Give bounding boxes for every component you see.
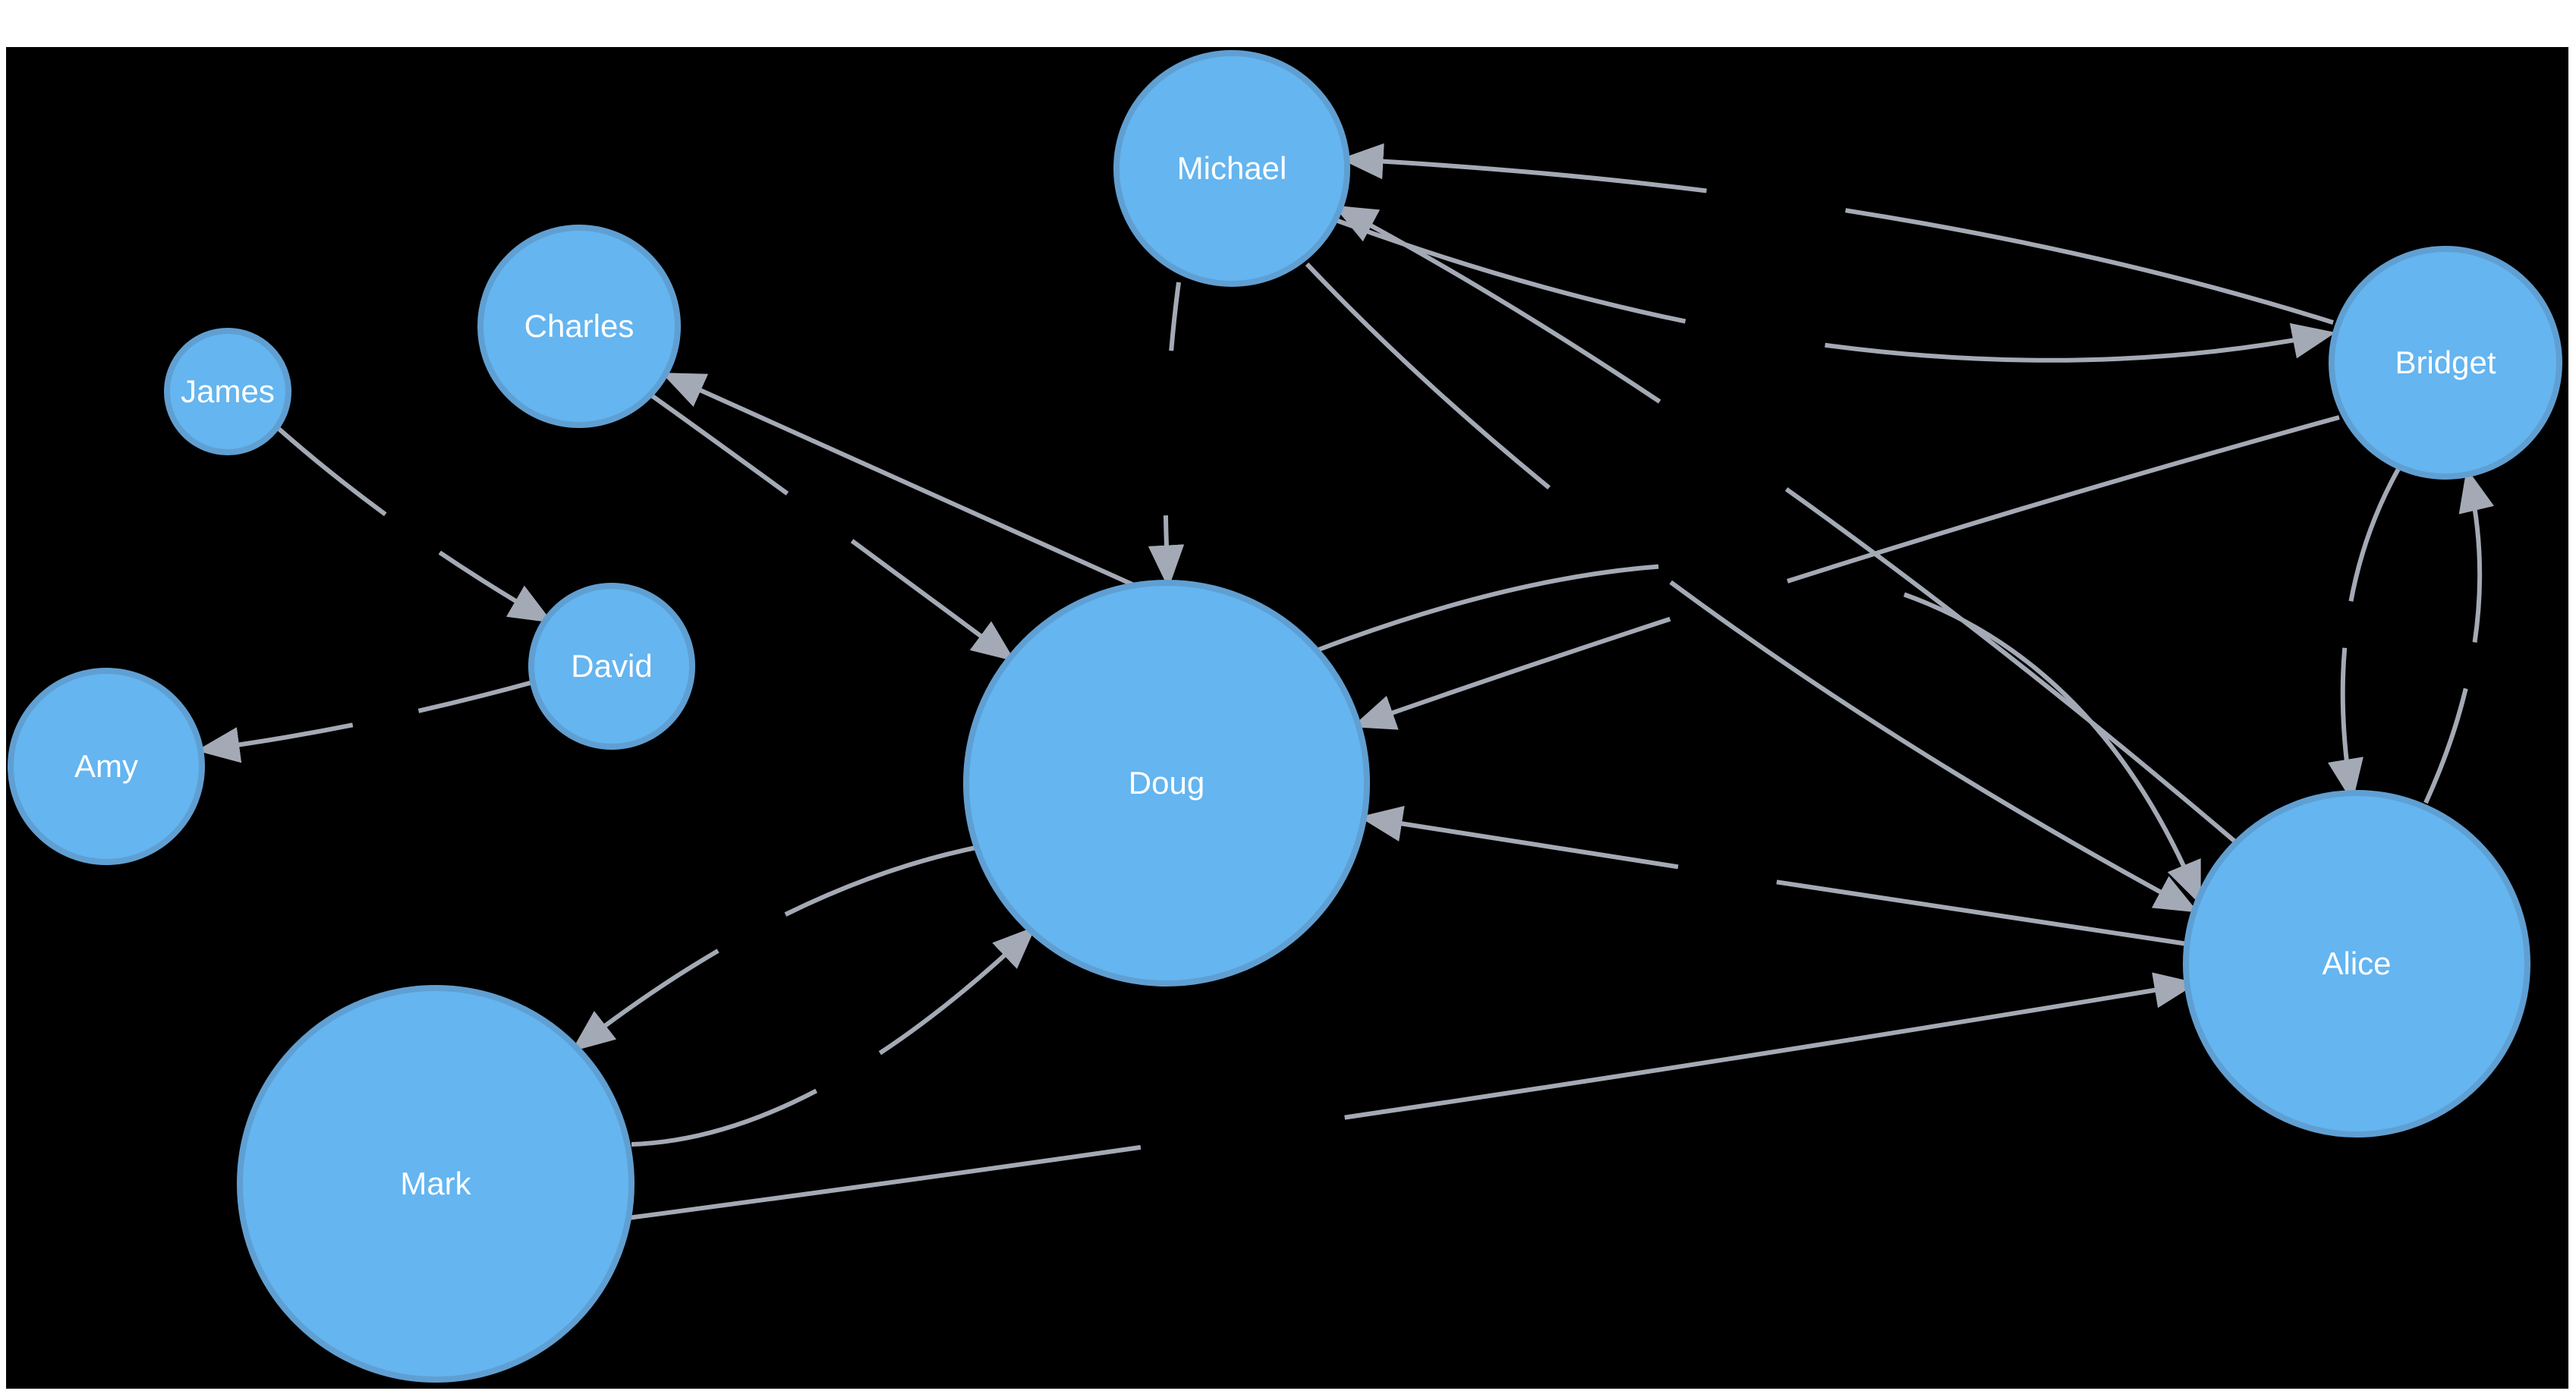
edge-michael-bridget[interactable] bbox=[1334, 218, 2336, 363]
edge-alice-doug[interactable] bbox=[1359, 805, 2188, 946]
node-bridget[interactable]: Bridget bbox=[2329, 246, 2562, 480]
edge-james-david[interactable] bbox=[276, 425, 553, 623]
edge-david-amy[interactable] bbox=[196, 680, 534, 763]
edge-bridget-michael[interactable] bbox=[1340, 143, 2334, 325]
edge-doug-charles[interactable] bbox=[661, 373, 1135, 587]
node-amy[interactable]: Amy bbox=[8, 668, 205, 865]
node-circle-doug[interactable] bbox=[963, 580, 1370, 986]
node-circle-mark[interactable] bbox=[237, 985, 635, 1383]
node-circle-bridget[interactable] bbox=[2329, 246, 2562, 480]
node-circle-charles[interactable] bbox=[477, 225, 681, 428]
node-circle-amy[interactable] bbox=[8, 668, 205, 865]
node-circle-david[interactable] bbox=[528, 583, 695, 750]
node-circle-alice[interactable] bbox=[2183, 790, 2530, 1138]
node-michael[interactable]: Michael bbox=[1113, 50, 1350, 287]
edge-mark-alice[interactable] bbox=[622, 972, 2198, 1221]
edge-bridget-alice[interactable] bbox=[2328, 467, 2401, 803]
node-doug[interactable]: Doug bbox=[963, 580, 1370, 986]
edge-doug-alice[interactable] bbox=[1315, 562, 2201, 905]
edge-bridget-doug[interactable] bbox=[1352, 415, 2340, 730]
edges-layer bbox=[196, 143, 2494, 1221]
node-james[interactable]: James bbox=[164, 328, 291, 455]
edge-mark-doug[interactable] bbox=[631, 926, 1036, 1147]
edge-michael-alice[interactable] bbox=[1305, 262, 2199, 913]
node-circle-michael[interactable] bbox=[1113, 50, 1350, 287]
node-mark[interactable]: Mark bbox=[237, 985, 635, 1383]
node-circle-james[interactable] bbox=[164, 328, 291, 455]
edge-michael-doug[interactable] bbox=[1148, 282, 1185, 589]
edge-charles-doug[interactable] bbox=[649, 392, 1016, 662]
edge-alice-bridget[interactable] bbox=[2423, 467, 2494, 804]
node-david[interactable]: David bbox=[528, 583, 695, 750]
edge-doug-mark[interactable] bbox=[571, 845, 977, 1052]
node-charles[interactable]: Charles bbox=[477, 225, 681, 428]
node-alice[interactable]: Alice bbox=[2183, 790, 2530, 1138]
